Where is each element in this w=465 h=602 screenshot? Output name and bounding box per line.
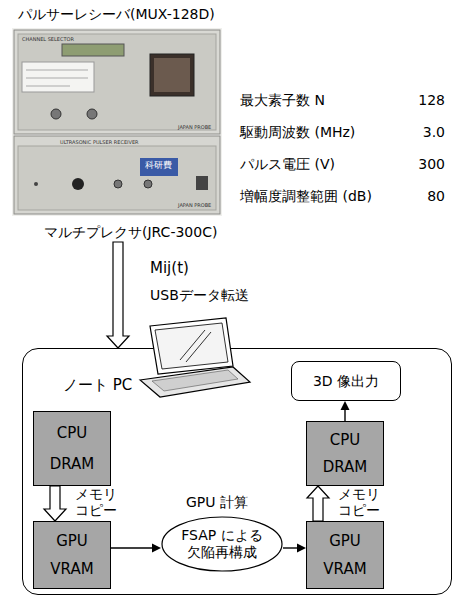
output-box: 3D 像出力 [291, 361, 401, 401]
connector-line [344, 410, 345, 421]
spec-text: 最大素子数 N [240, 92, 325, 109]
connector-line [111, 547, 152, 548]
edge-label: USBデータ転送 [150, 287, 249, 304]
equipment-photo-part [14, 30, 220, 134]
equipment-photo-part [114, 180, 122, 188]
panel-text: CHANNEL SELECTOR [22, 36, 74, 42]
spec-text: 300 [418, 156, 445, 173]
spec-text: 128 [418, 92, 445, 109]
spec-text: 3.0 [423, 124, 445, 141]
process-heading: GPU 計算 [186, 494, 248, 511]
connector-line [283, 547, 297, 548]
memory-text: CPU [57, 424, 88, 442]
memory-text: VRAM [323, 560, 366, 578]
hollow-arrow-shape [107, 242, 129, 348]
hollow-arrow [107, 242, 129, 348]
signal-name: Mij(t) [150, 259, 189, 277]
hollow-arrow-shape [307, 486, 329, 521]
equipment-photo-part [18, 146, 216, 210]
equipment-photo-part [26, 78, 88, 79]
equipment-photo-part [51, 109, 61, 119]
memory-text: DRAM [323, 458, 368, 476]
memory-text: VRAM [50, 560, 93, 578]
memory-box: CPU DRAM [306, 421, 384, 486]
ellipse-shape [162, 517, 282, 571]
equipment-photo-part [22, 62, 94, 92]
arrow-connector [283, 544, 306, 553]
equipment-photo-part [26, 86, 70, 87]
memory-box: GPU VRAM [33, 521, 111, 589]
panel-text: JAPAN PROBE [178, 202, 211, 208]
arrow-head [341, 401, 350, 410]
spec-text: 駆動周波数 (MHz) [240, 124, 355, 141]
equipment-photo-part [14, 136, 220, 214]
arrow-connector [341, 401, 350, 421]
hollow-arrow [307, 486, 329, 521]
equipment-photo-part [26, 70, 88, 71]
equipment-photo-part [62, 44, 124, 56]
equipment-photo-part [144, 180, 152, 188]
process-ellipse: GPU 計算FSAP による 欠陥再構成 [161, 516, 283, 572]
equipment-photo-part [154, 58, 190, 92]
memory-box: GPU VRAM [306, 521, 384, 589]
memory-box: CPU DRAM [33, 411, 111, 486]
spec-text: 増幅度調整範囲 (dB) [240, 188, 372, 205]
equipment-photo-part [140, 158, 178, 176]
equipment-photo-part [87, 109, 97, 119]
panel-text: 科研費 [145, 160, 172, 171]
equipment-photo-part [196, 176, 208, 190]
edge-label: メモリ コピー [75, 486, 125, 520]
hollow-arrow [44, 486, 66, 521]
output-text: 3D 像出力 [313, 373, 379, 390]
panel-text: ULTRASONIC PULSER RECEIVER [60, 139, 139, 145]
process-text: FSAP による 欠陥再構成 [174, 527, 270, 561]
pc-label: ノート PC [63, 376, 132, 394]
arrow-connector [111, 544, 161, 553]
arrow-head [152, 544, 161, 553]
memory-text: CPU [330, 431, 361, 449]
hollow-arrow-shape [44, 486, 66, 521]
equipment-photo-part [150, 54, 194, 96]
edge-label: メモリ コピー [338, 486, 388, 520]
arrow-head [297, 544, 306, 553]
spec-text: 80 [427, 188, 445, 205]
spec-text: パルス電圧 (V) [240, 156, 335, 173]
equipment-title: マルチプレクサ(JRC-300C) [44, 224, 217, 241]
equipment-photo-part [12, 28, 222, 216]
equipment-photo-part [34, 182, 38, 186]
equipment-title: パルサーレシーバ(MUX-128D) [18, 6, 215, 23]
panel-text: JAPAN PROBE [178, 124, 211, 130]
equipment-photo-part [72, 178, 84, 190]
equipment-photo-part [18, 34, 216, 130]
memory-text: GPU [56, 532, 88, 550]
memory-text: DRAM [50, 455, 95, 473]
memory-text: GPU [329, 532, 361, 550]
pc-frame: ノート PCCPUDRAMGPUVRAMGPU 計算FSAP による 欠陥再構成… [22, 348, 452, 595]
